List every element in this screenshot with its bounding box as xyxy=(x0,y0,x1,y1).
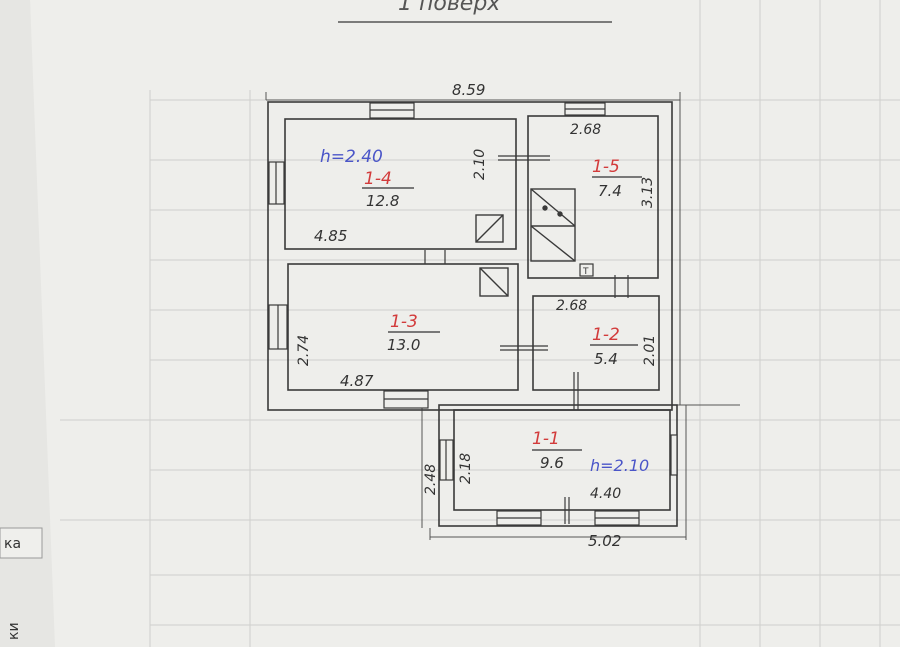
stove-room-4 xyxy=(475,214,504,243)
dim-room4-depth: 2.10 xyxy=(472,149,488,180)
dim-room3-depth: 2.74 xyxy=(296,335,312,366)
main-sheet xyxy=(30,0,900,647)
room-area: 7.4 xyxy=(598,182,622,200)
underlying-sheet xyxy=(0,0,60,647)
toilet-symbol: Т xyxy=(582,267,589,277)
dim-room2-width: 2.68 xyxy=(556,298,587,314)
dim-room5-width: 2.68 xyxy=(570,122,601,138)
stove-room-5 xyxy=(530,188,576,262)
dim-annex-left: 2.48 xyxy=(423,464,439,495)
doors xyxy=(424,155,629,524)
dim-room5-depth: 3.13 xyxy=(640,177,656,208)
room-id: 1-4 xyxy=(364,169,392,189)
dimension-labels: 8.59 5.02 2.48 4.85 2.10 2.68 3.13 4.87 … xyxy=(296,81,658,550)
height-annex: h=2.10 xyxy=(590,456,649,475)
window-annex-right xyxy=(670,434,678,476)
margin-label-box xyxy=(0,527,43,559)
room-id: 1-2 xyxy=(592,325,620,345)
dim-room2-depth: 2.01 xyxy=(642,335,658,366)
margin-text-1: ка xyxy=(4,536,21,552)
room-id: 1-5 xyxy=(592,157,620,177)
room-labels: 1-4 12.8 1-5 7.4 1-3 13.0 1-2 5.4 1-1 9.… xyxy=(362,157,642,472)
floor-title: 1 поверх xyxy=(398,0,501,16)
room-id: 1-3 xyxy=(390,312,418,332)
dim-overall-top: 8.59 xyxy=(452,81,485,99)
dim-overall-bottom: 5.02 xyxy=(588,532,621,550)
toilet-icon xyxy=(579,263,594,277)
windows xyxy=(268,102,678,526)
dimension-lines xyxy=(265,92,740,540)
dim-room1-depth: 2.18 xyxy=(458,453,474,484)
height-main: h=2.40 xyxy=(320,147,383,167)
room-area: 9.6 xyxy=(540,454,564,472)
stove-room-3 xyxy=(479,267,509,297)
room-area: 12.8 xyxy=(366,192,399,210)
margin-text-2: ки xyxy=(6,622,22,640)
dim-room1-width: 4.40 xyxy=(590,486,621,502)
dim-room3-width: 4.87 xyxy=(340,372,374,390)
stoves xyxy=(475,188,576,297)
room-area: 13.0 xyxy=(387,336,420,354)
dim-room4-width: 4.85 xyxy=(314,227,347,245)
room-id: 1-1 xyxy=(532,429,560,449)
room-area: 5.4 xyxy=(594,350,618,368)
